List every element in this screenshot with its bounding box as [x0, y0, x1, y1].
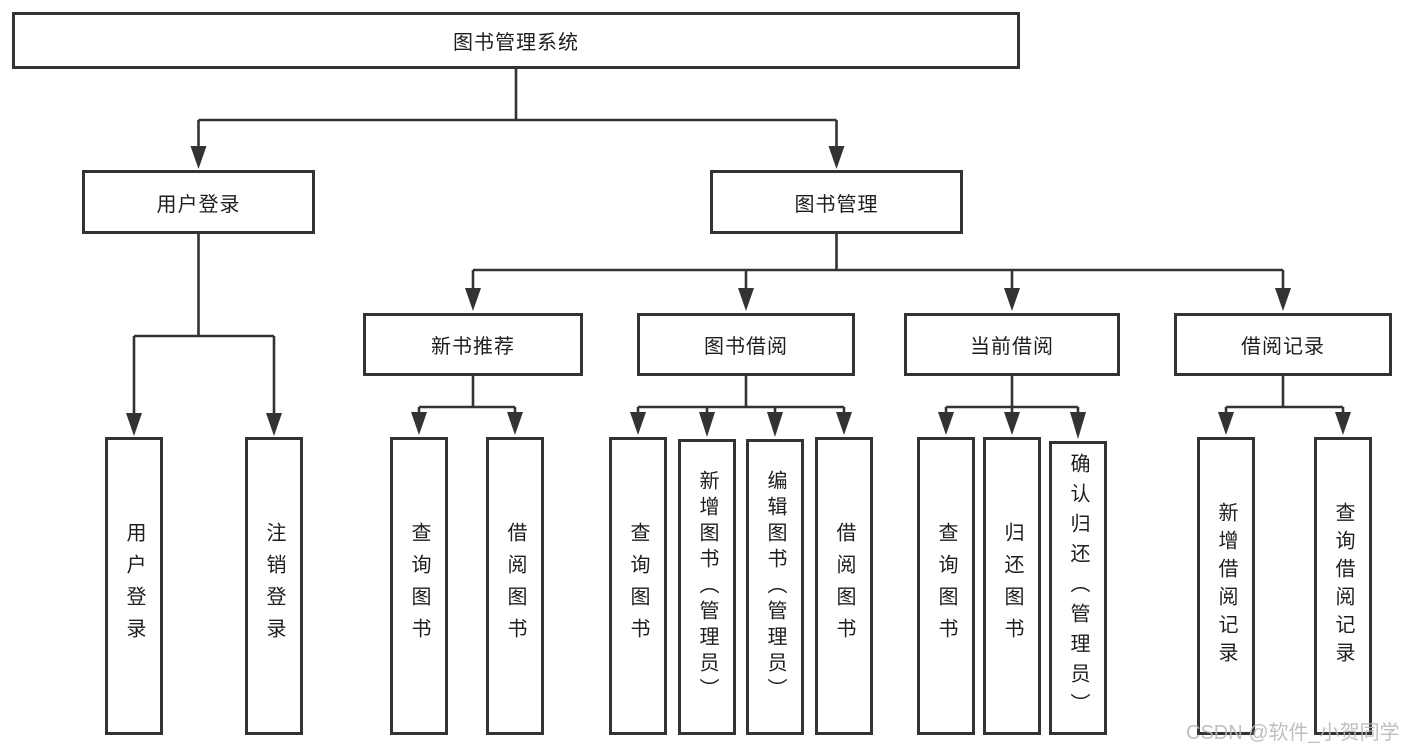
leaf-add-borrow-record: 新增借阅记录: [1197, 437, 1255, 735]
leaf-add-borrow-record-label: 新增借阅记录: [1215, 502, 1237, 670]
leaf-borrowing-borrow-books-label: 借阅图书: [833, 522, 855, 650]
node-borrowing-records: 借阅记录: [1174, 313, 1392, 376]
leaf-recommend-borrow-books-label: 借阅图书: [504, 522, 526, 650]
leaf-user-login-label: 用户登录: [123, 522, 145, 650]
connector-current-borrowing-to-children: [938, 376, 1086, 439]
csdn-watermark: CSDN @软件_小贺同学: [1186, 722, 1400, 744]
leaf-add-book-admin: 新增图书（管理员）: [678, 439, 736, 735]
leaf-recommend-query-books-label: 查询图书: [408, 522, 430, 650]
leaf-query-borrow-record-label: 查询借阅记录: [1332, 502, 1354, 670]
leaf-edit-book-admin-label: 编辑图书（管理员）: [764, 470, 786, 704]
node-user-login: 用户登录: [82, 170, 315, 234]
leaf-user-login: 用户登录: [105, 437, 163, 735]
leaf-borrowing-query-books: 查询图书: [609, 437, 667, 735]
leaf-logout: 注销登录: [245, 437, 303, 735]
leaf-recommend-query-books: 查询图书: [390, 437, 448, 735]
node-new-book-recommend: 新书推荐: [363, 313, 583, 376]
connector-book-management-to-level3: [465, 234, 1291, 311]
leaf-return-books-label: 归还图书: [1001, 522, 1023, 650]
node-book-borrowing: 图书借阅: [637, 313, 855, 376]
leaf-confirm-return-admin-label: 确认归还（管理员）: [1067, 453, 1089, 723]
connector-new-book-recommend-to-children: [411, 376, 523, 435]
node-book-management: 图书管理: [710, 170, 963, 234]
leaf-borrowing-query-books-label: 查询图书: [627, 522, 649, 650]
leaf-logout-label: 注销登录: [263, 522, 285, 650]
connector-borrowing-records-to-children: [1218, 376, 1351, 435]
leaf-edit-book-admin: 编辑图书（管理员）: [746, 439, 804, 735]
leaf-current-query-books: 查询图书: [917, 437, 975, 735]
leaf-recommend-borrow-books: 借阅图书: [486, 437, 544, 735]
leaf-confirm-return-admin: 确认归还（管理员）: [1049, 441, 1107, 735]
connector-user-login-to-children: [126, 234, 282, 436]
leaf-current-query-books-label: 查询图书: [935, 522, 957, 650]
connector-book-borrowing-to-children: [630, 376, 852, 437]
leaf-return-books: 归还图书: [983, 437, 1041, 735]
node-current-borrowing: 当前借阅: [904, 313, 1120, 376]
connector-root-to-level2: [190, 68, 845, 169]
leaf-add-book-admin-label: 新增图书（管理员）: [696, 470, 718, 704]
leaf-borrowing-borrow-books: 借阅图书: [815, 437, 873, 735]
node-library-system: 图书管理系统: [12, 12, 1020, 69]
leaf-query-borrow-record: 查询借阅记录: [1314, 437, 1372, 735]
